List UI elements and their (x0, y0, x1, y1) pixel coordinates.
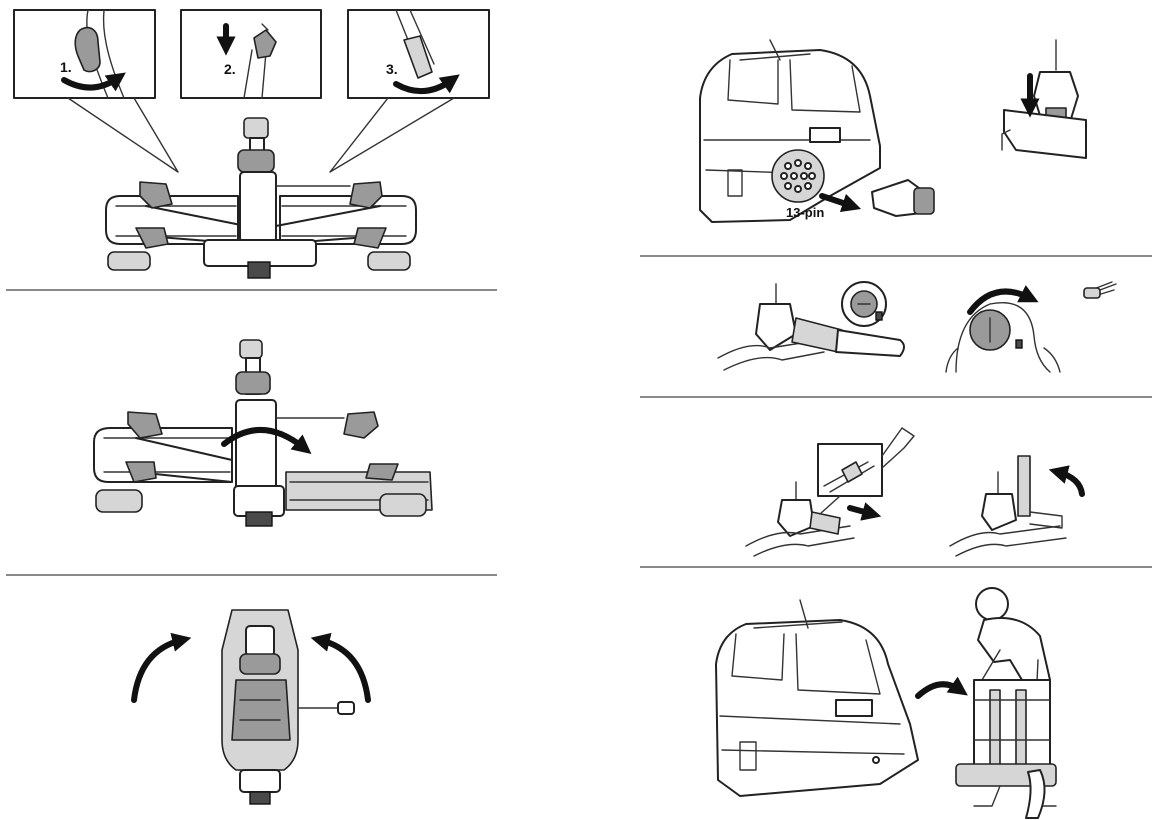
lift-arrow (1048, 465, 1085, 497)
fold-arrow (221, 427, 312, 455)
13-pin-plug (913, 187, 935, 215)
step-2-label: 2. (224, 61, 236, 77)
car-rear-socket-panel: 13-pin (699, 39, 935, 223)
step-3-label: 3. (386, 61, 398, 77)
person-head (975, 587, 1009, 621)
lock-key-panel (717, 281, 1117, 373)
step-1-label: 1. (60, 59, 72, 75)
plug-arrow (819, 193, 862, 213)
detail-box-step-2: 2. (180, 9, 322, 99)
ball-mount-panel (1001, 39, 1087, 159)
key-icon (1083, 287, 1101, 299)
unlock-arrow (967, 285, 1039, 315)
pull-arrow (847, 502, 882, 521)
rotate-arrow (393, 74, 460, 94)
handle-lever (1017, 455, 1031, 517)
rotate-arrow (61, 72, 126, 92)
callout-lines (67, 97, 455, 173)
fold-arrow-left (131, 632, 192, 703)
detail-box-step-1: 1. (13, 9, 156, 99)
bike-carrier-folded (131, 609, 371, 805)
bike-carrier-unfolded (105, 117, 417, 279)
fold-arrow-right (310, 632, 371, 703)
mounting-panel (715, 587, 1057, 819)
detail-box-step-3: 3. (347, 9, 490, 99)
bike-carrier-folding (93, 339, 433, 527)
connector-label: 13-pin (786, 205, 824, 220)
handle-release-panel (745, 427, 1085, 557)
mount-arrow (915, 676, 968, 699)
